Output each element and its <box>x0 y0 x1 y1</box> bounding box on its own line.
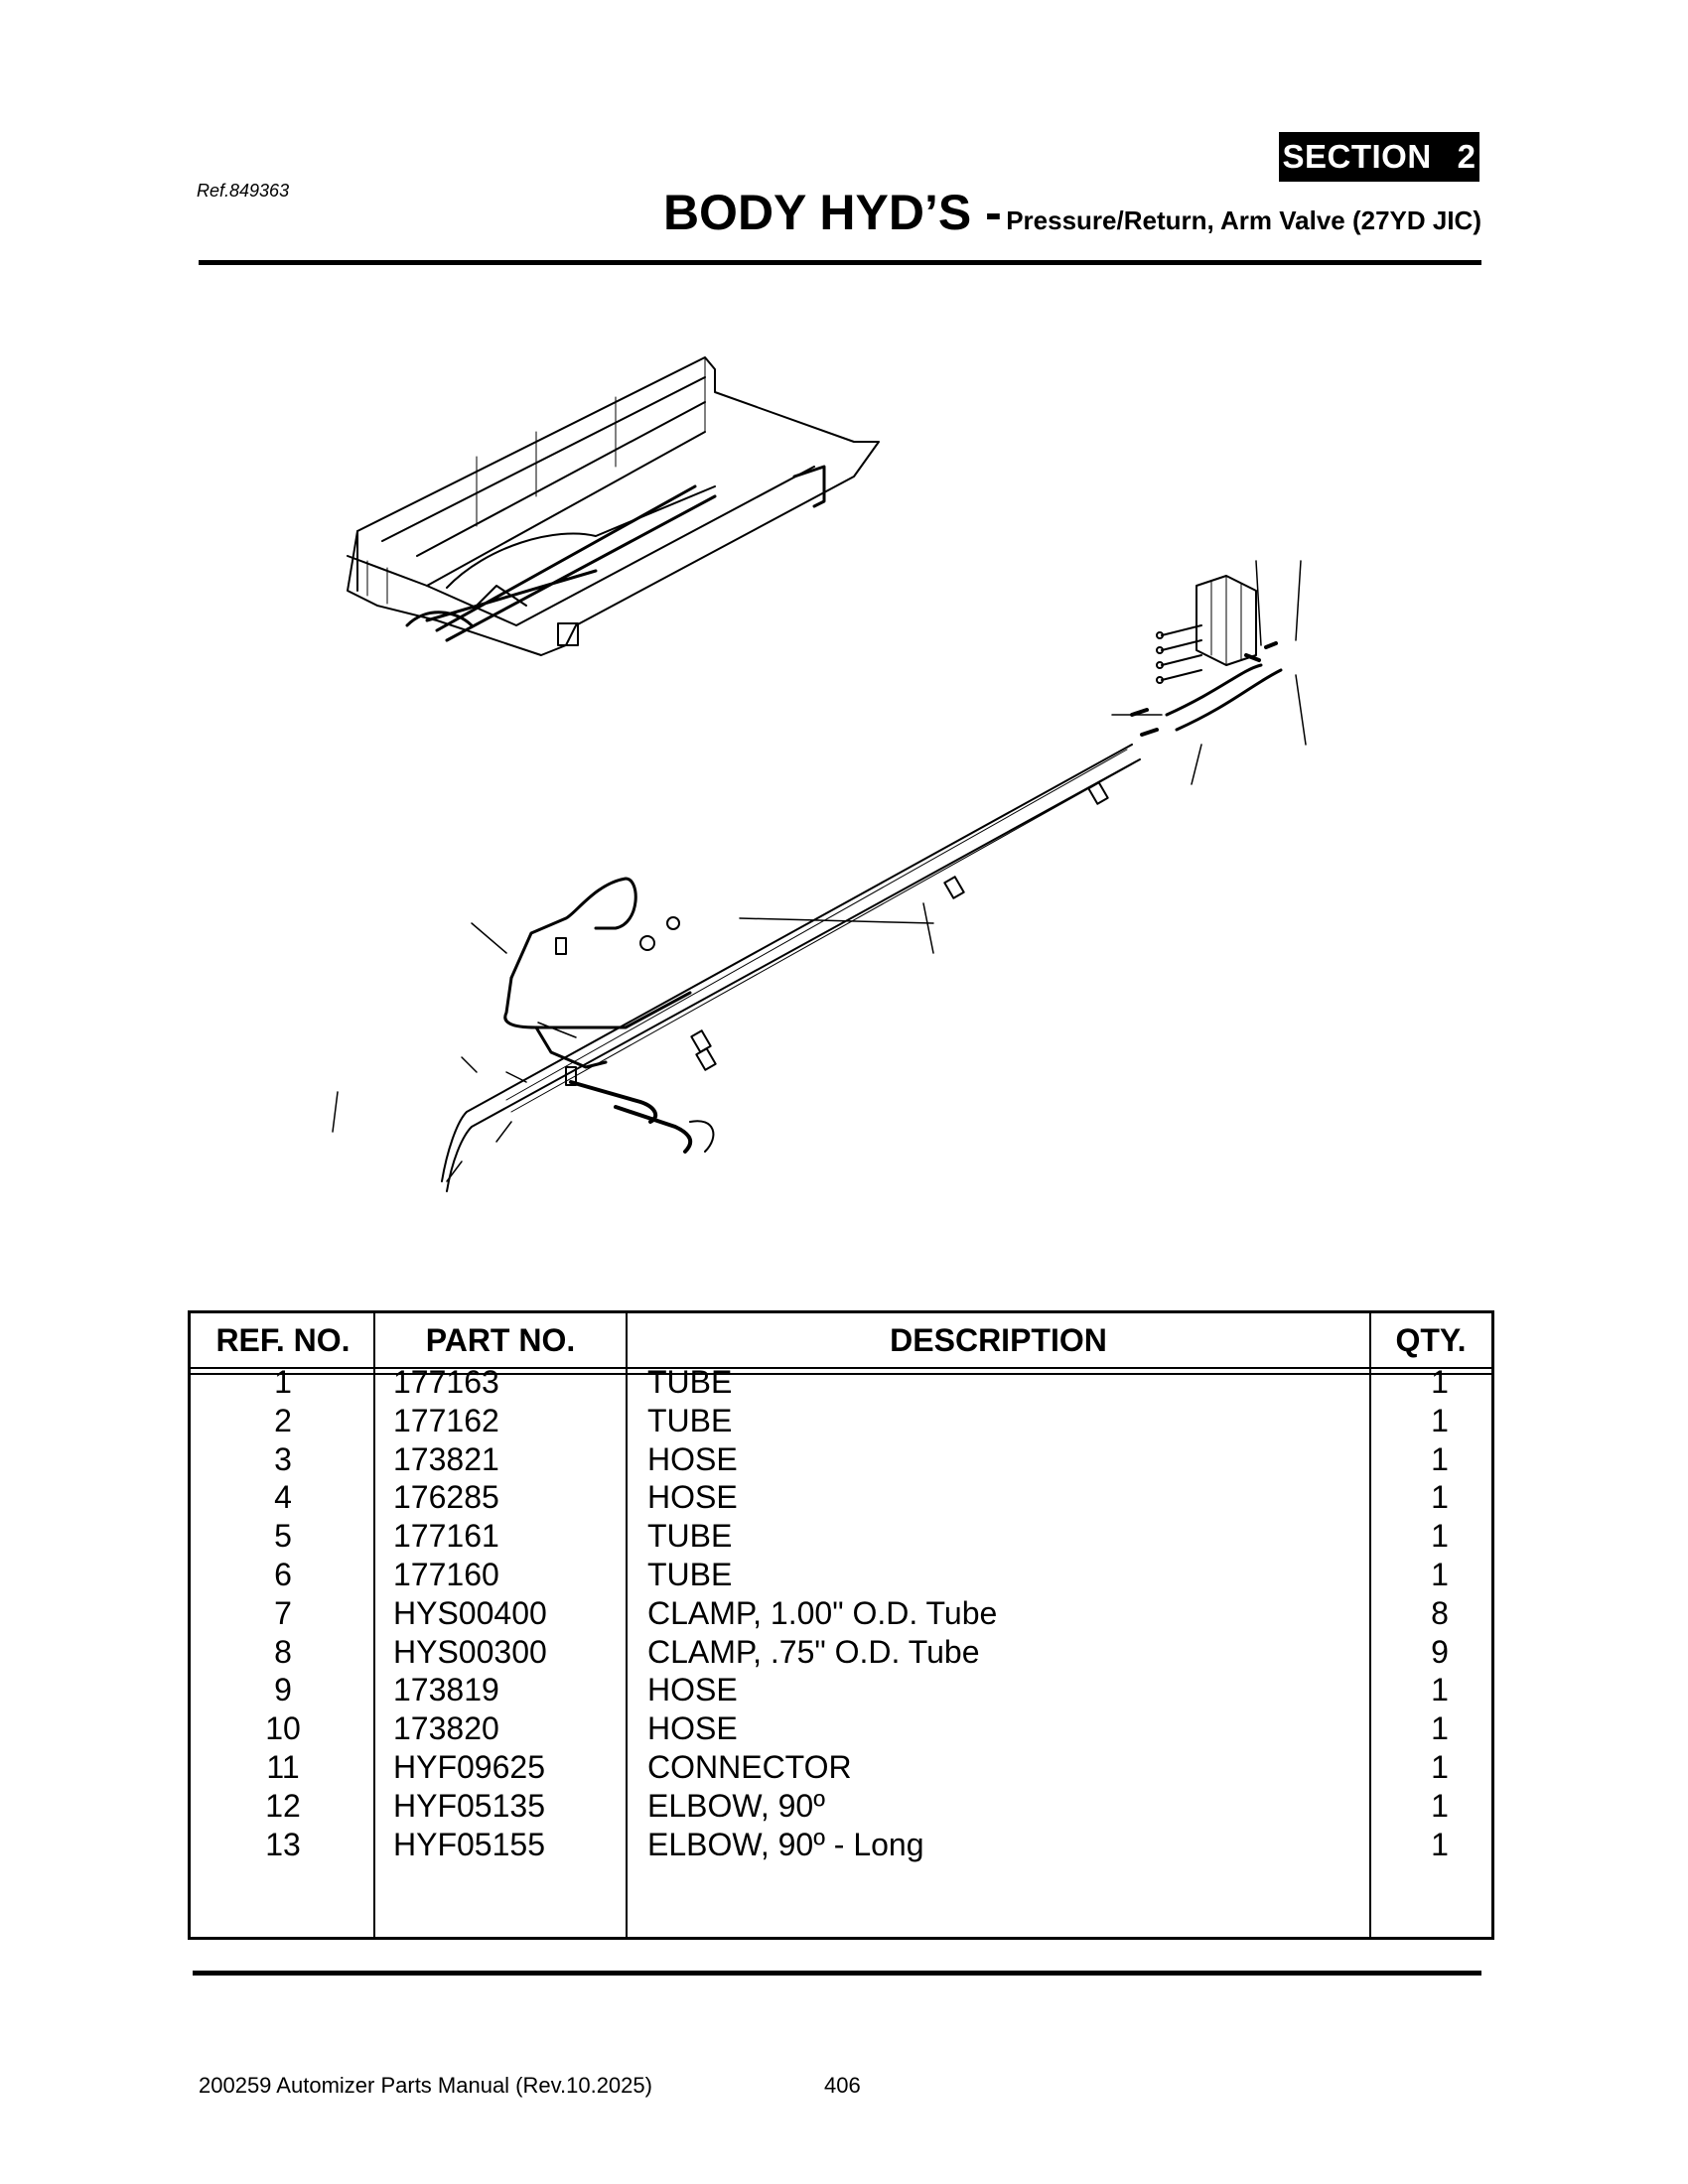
column-divider <box>1369 1313 1371 1937</box>
table-row: 13 HYF05155 ELBOW, 90º - Long 1 <box>191 1826 1491 1864</box>
ref-cell: 1 <box>274 1364 292 1400</box>
qty-cell: 9 <box>1431 1633 1449 1670</box>
ref-cell: 9 <box>274 1672 292 1708</box>
part-cell: HYS00300 <box>393 1633 547 1670</box>
description-cell: ELBOW, 90º <box>647 1787 825 1824</box>
ref-cell: 10 <box>265 1710 301 1747</box>
description-cell: HOSE <box>647 1479 738 1516</box>
description-cell: HOSE <box>647 1710 738 1747</box>
part-cell: HYF09625 <box>393 1748 545 1785</box>
page-title-main: BODY HYD’S - <box>662 185 1002 240</box>
page-title: BODY HYD’S - Pressure/Return, Arm Valve … <box>663 184 1481 241</box>
table-row: 3 173821 HOSE 1 <box>191 1440 1491 1479</box>
description-cell: TUBE <box>647 1518 733 1555</box>
part-cell: 176285 <box>393 1479 499 1516</box>
ref-cell: 12 <box>265 1787 301 1824</box>
table-row: 10 173820 HOSE 1 <box>191 1709 1491 1748</box>
description-cell: HOSE <box>647 1672 738 1708</box>
qty-cell: 1 <box>1431 1364 1449 1400</box>
ref-cell: 2 <box>274 1402 292 1438</box>
qty-cell: 1 <box>1431 1672 1449 1708</box>
reference-number: Ref.849363 <box>197 181 290 201</box>
qty-cell: 1 <box>1431 1748 1449 1785</box>
column-divider <box>626 1313 628 1937</box>
qty-cell: 1 <box>1431 1402 1449 1438</box>
section-badge: SECTION 2 <box>1279 132 1479 182</box>
long-tube-run-drawing <box>441 641 1283 1192</box>
qty-cell: 1 <box>1431 1710 1449 1747</box>
footer-rule <box>193 1971 1481 1976</box>
part-cell: HYS00400 <box>393 1594 547 1631</box>
header-ref-no: REF. NO. <box>215 1321 351 1358</box>
header-part-no: PART NO. <box>425 1321 576 1358</box>
table-row: 1 177163 TUBE 1 <box>191 1363 1491 1402</box>
parts-table: REF. NO. PART NO. DESCRIPTION QTY. 1 1771… <box>188 1310 1494 1940</box>
ref-cell: 4 <box>274 1479 292 1516</box>
footer-manual-title: 200259 Automizer Parts Manual (Rev.10.20… <box>199 2073 652 2098</box>
arm-valve-bank-drawing <box>1156 575 1257 684</box>
qty-cell: 1 <box>1431 1518 1449 1555</box>
header-rule-top <box>191 1367 1491 1369</box>
lower-tube-assembly-drawing <box>503 877 715 1154</box>
page-number: 406 <box>824 2073 861 2098</box>
ref-cell: 5 <box>274 1518 292 1555</box>
description-cell: ELBOW, 90º - Long <box>647 1826 924 1862</box>
part-cell: HYF05155 <box>393 1826 545 1862</box>
header-qty: QTY. <box>1395 1321 1467 1358</box>
part-cell: 177161 <box>393 1518 499 1555</box>
table-row: 5 177161 TUBE 1 <box>191 1517 1491 1556</box>
qty-cell: 1 <box>1431 1787 1449 1824</box>
qty-cell: 8 <box>1431 1594 1449 1631</box>
part-cell: 177160 <box>393 1556 499 1592</box>
ref-cell: 6 <box>274 1556 292 1592</box>
description-cell: TUBE <box>647 1556 733 1592</box>
table-row: 8 HYS00300 CLAMP, .75" O.D. Tube 9 <box>191 1633 1491 1672</box>
ref-cell: 13 <box>265 1826 301 1862</box>
header-rule <box>199 260 1481 265</box>
page-title-subtitle: Pressure/Return, Arm Valve (27YD JIC) <box>1006 205 1481 235</box>
ref-cell: 11 <box>266 1748 300 1785</box>
column-divider <box>373 1313 375 1937</box>
table-row: 9 173819 HOSE 1 <box>191 1671 1491 1709</box>
header-description: DESCRIPTION <box>890 1321 1107 1358</box>
part-cell: 173819 <box>393 1672 499 1708</box>
table-row: 12 HYF05135 ELBOW, 90º 1 <box>191 1787 1491 1826</box>
description-cell: CLAMP, 1.00" O.D. Tube <box>647 1594 998 1631</box>
section-label: SECTION <box>1282 138 1432 175</box>
qty-cell: 1 <box>1431 1556 1449 1592</box>
qty-cell: 1 <box>1431 1826 1449 1862</box>
qty-cell: 1 <box>1431 1440 1449 1477</box>
table-row: 6 177160 TUBE 1 <box>191 1556 1491 1594</box>
part-cell: 173821 <box>393 1440 499 1477</box>
leader-lines <box>332 560 1307 1182</box>
description-cell: HOSE <box>647 1440 738 1477</box>
ref-cell: 3 <box>274 1440 292 1477</box>
section-number: 2 <box>1457 138 1477 175</box>
hydraulic-assembly-diagram <box>332 356 1307 1192</box>
description-cell: CONNECTOR <box>647 1748 852 1785</box>
part-cell: 173820 <box>393 1710 499 1747</box>
table-row: 11 HYF09625 CONNECTOR 1 <box>191 1748 1491 1787</box>
ref-cell: 7 <box>274 1594 292 1631</box>
description-cell: CLAMP, .75" O.D. Tube <box>647 1633 980 1670</box>
table-row: 4 176285 HOSE 1 <box>191 1478 1491 1517</box>
header-rule-bottom <box>191 1373 1491 1375</box>
part-cell: 177162 <box>393 1402 499 1438</box>
description-cell: TUBE <box>647 1402 733 1438</box>
ref-cell: 8 <box>274 1633 292 1670</box>
part-cell: HYF05135 <box>393 1787 545 1824</box>
table-row: 7 HYS00400 CLAMP, 1.00" O.D. Tube 8 <box>191 1594 1491 1633</box>
part-cell: 177163 <box>393 1364 499 1400</box>
description-cell: TUBE <box>647 1364 733 1400</box>
truck-body-drawing <box>347 356 880 656</box>
qty-cell: 1 <box>1431 1479 1449 1516</box>
table-row: 2 177162 TUBE 1 <box>191 1402 1491 1440</box>
